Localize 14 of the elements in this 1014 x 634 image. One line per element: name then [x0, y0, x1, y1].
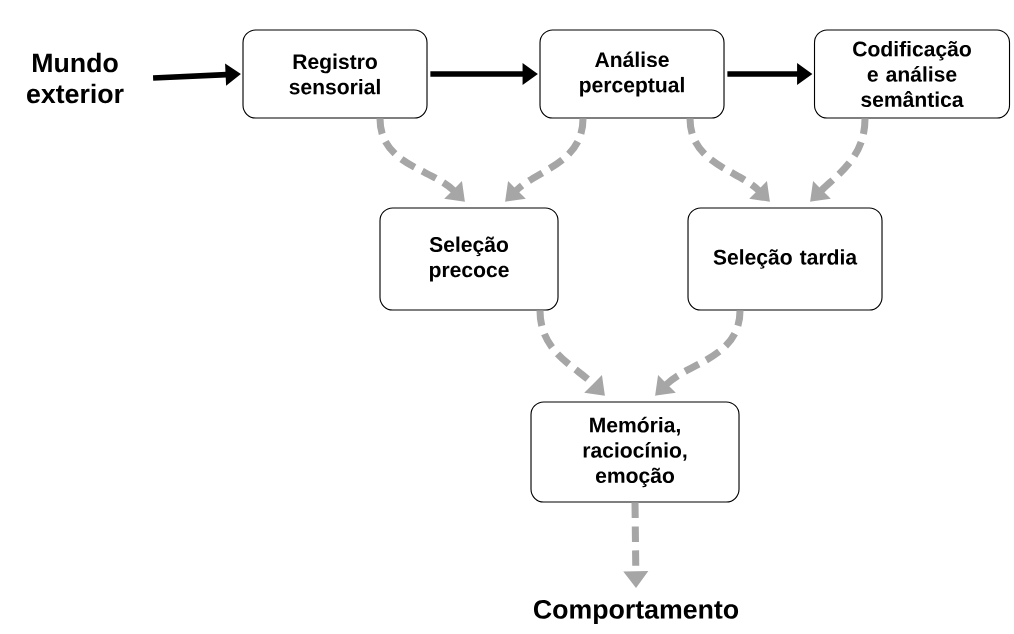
text-label: Mundo exterior: [27, 52, 124, 104]
process-box: Codificação e análise semântica: [813, 29, 1011, 119]
process-box: Memória, raciocínio, emoção: [530, 401, 740, 503]
process-box: Registro sensorial: [242, 29, 428, 119]
arrow: [505, 118, 587, 202]
arrow: [536, 310, 605, 396]
arrow: [686, 118, 770, 202]
process-box: Seleção precoce: [379, 207, 559, 311]
process-box: Análise perceptual: [539, 29, 725, 119]
arrow: [376, 118, 465, 202]
arrow: [655, 310, 744, 396]
text-label: Comportamento: [534, 599, 739, 625]
process-box: Seleção tardia: [687, 207, 883, 311]
arrow: [810, 118, 869, 202]
